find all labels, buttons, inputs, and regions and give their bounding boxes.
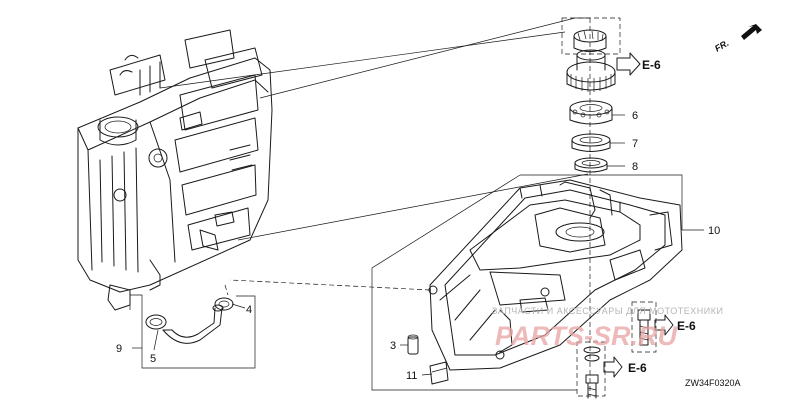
- callout-9: 9: [116, 343, 122, 355]
- callout-4: 4: [246, 304, 252, 316]
- ref-label-e6: E-6: [677, 319, 696, 333]
- engine-block-drawing: [77, 29, 273, 311]
- diagram-code: ZW34F0320A: [685, 378, 741, 388]
- dowel-pin-drawing: [407, 334, 419, 355]
- grommet-drawing: [429, 361, 449, 385]
- gear-stack-drawing: [561, 17, 621, 395]
- callout-11: 11: [406, 370, 417, 382]
- callout-7: 7: [632, 138, 638, 150]
- callout-8: 8: [632, 161, 638, 173]
- front-direction-arrow-icon: [741, 24, 762, 40]
- watermark-logo: PARTS-SR.RU: [495, 321, 679, 351]
- ref-label-e6: E-6: [628, 361, 647, 375]
- callout-10: 10: [708, 225, 720, 237]
- callout-5: 5: [150, 353, 156, 365]
- ref-arrow-icon: [603, 356, 623, 378]
- oil-case-drawing: [428, 179, 683, 371]
- callout-6: 6: [632, 110, 638, 122]
- hose-drawing: [162, 304, 224, 344]
- front-direction-label: FR.: [713, 38, 731, 54]
- bolt-drawing: [583, 309, 651, 399]
- callout-3: 3: [390, 340, 396, 352]
- ref-label-e6: E-6: [642, 58, 661, 72]
- ref-arrow-icon: [654, 314, 674, 336]
- ref-arrow-icon: [616, 52, 641, 76]
- watermark-caption: ЗАПЧАСТИ И АКСЕССУАРЫ ДЛЯ МОТОТЕХНИКИ: [492, 306, 723, 316]
